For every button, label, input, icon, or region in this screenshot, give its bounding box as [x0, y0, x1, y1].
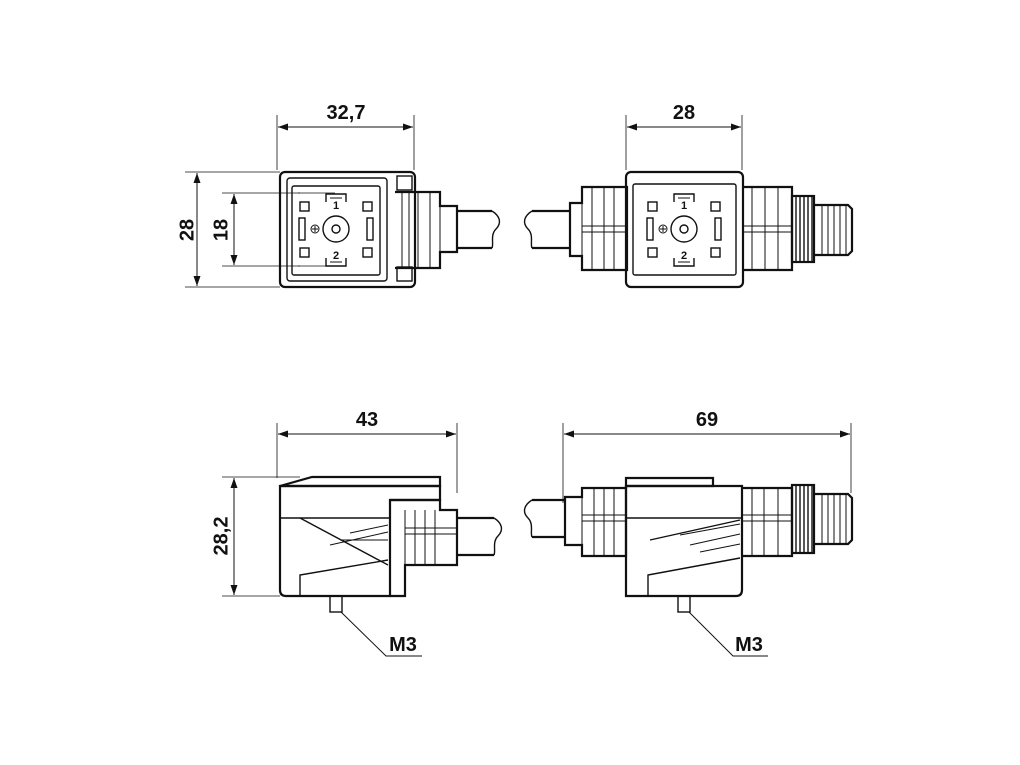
pin-label-1-left: 1: [333, 200, 339, 212]
dim-front-height-inner: 18: [210, 219, 232, 241]
dim-front-height-outer: 28: [176, 219, 198, 241]
side-view-right: 69: [523, 409, 854, 657]
dim-front-width-right: 28: [673, 102, 695, 124]
dim-side-width-right: 69: [696, 409, 718, 431]
pin-label-2-right: 2: [681, 250, 687, 262]
callout-screw-left: M3: [389, 634, 417, 656]
dim-side-width-left: 43: [356, 409, 378, 431]
front-view-left: 32,7 28 18 1 2: [176, 102, 501, 289]
pin-label-2-left: 2: [333, 250, 339, 262]
pin-label-1-right: 1: [681, 200, 687, 212]
front-view-right: 28: [523, 102, 854, 289]
dim-side-height: 28,2: [210, 517, 232, 556]
callout-screw-right: M3: [735, 634, 763, 656]
dim-front-width-left: 32,7: [327, 102, 366, 124]
side-view-left: 43 28,2 M3: [210, 409, 503, 657]
